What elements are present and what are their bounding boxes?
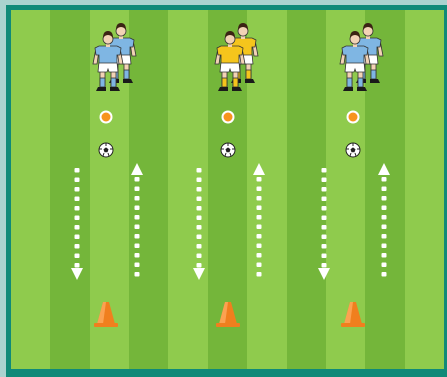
arrow-up-icon: [378, 163, 390, 277]
cone-icon: [94, 302, 118, 327]
arrow-up-icon: [253, 163, 265, 277]
cone-icon: [216, 302, 240, 327]
arrow-down-icon: [193, 168, 205, 280]
arrow-up-icon: [131, 163, 143, 277]
arrow-down-icon: [318, 168, 330, 280]
cone-icon: [341, 302, 365, 327]
marker-disc-inner: [102, 113, 111, 122]
marker-disc-inner: [349, 113, 358, 122]
pitch: [11, 10, 444, 369]
arrow-down-icon: [71, 168, 83, 280]
soccer-ball-icon: [221, 143, 235, 157]
drill-diagram: [11, 10, 444, 369]
marker-disc-inner: [224, 113, 233, 122]
soccer-ball-icon: [346, 143, 360, 157]
soccer-ball-icon: [99, 143, 113, 157]
